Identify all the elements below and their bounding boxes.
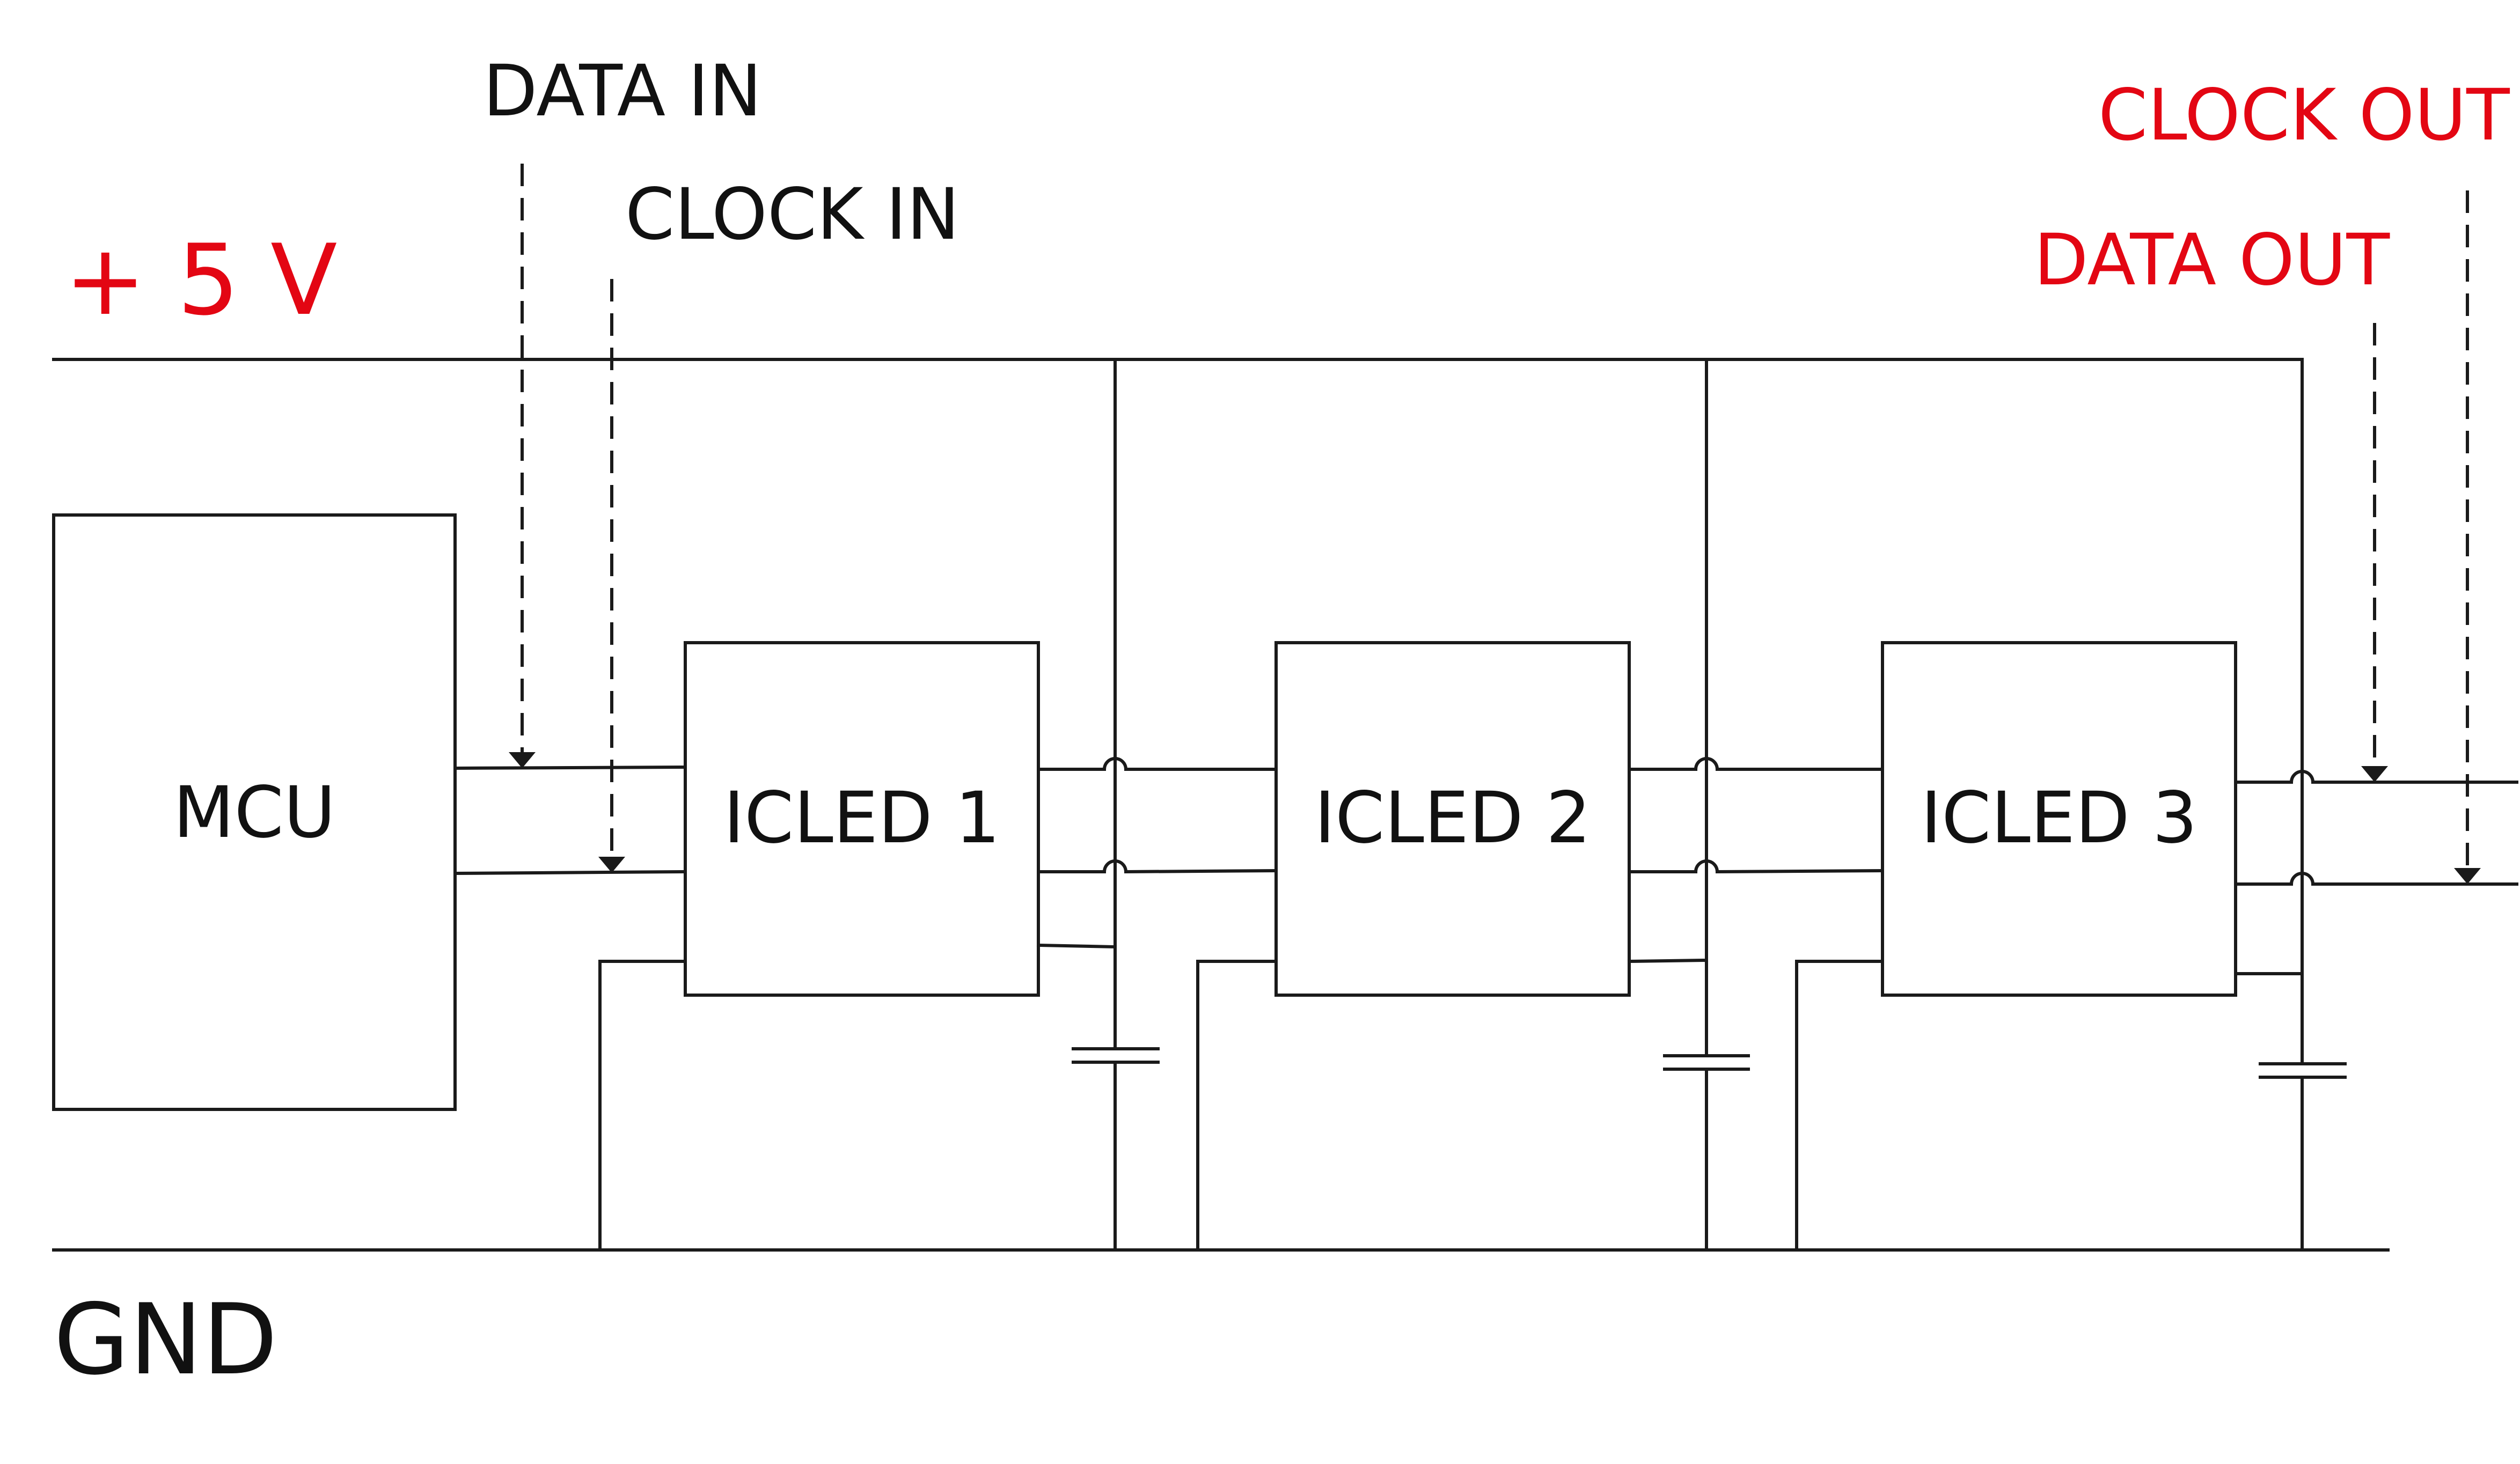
icled2-clock-out-line	[1628, 859, 1885, 874]
mcu-label: MCU	[173, 771, 336, 854]
icled3-ground-line	[1795, 960, 1884, 1252]
data-out-label: DATA OUT	[2034, 219, 2391, 301]
icled-2-block: ICLED 2	[1274, 641, 1631, 997]
clock-in-arrowhead	[598, 857, 625, 873]
icled1-ground-line	[598, 960, 687, 1252]
icled2-ground-line	[1196, 960, 1278, 1252]
data-out-pointer	[2361, 323, 2388, 782]
icled2-data-out-line	[1628, 757, 1884, 771]
mcu-clock-line	[453, 870, 687, 876]
ground-label: GND	[54, 1283, 277, 1396]
clock-out-label: CLOCK OUT	[2098, 74, 2510, 157]
icled1-supply-pin	[1036, 943, 1117, 949]
data-in-label: DATA IN	[483, 50, 762, 133]
icled3-clock-out-line	[2234, 872, 2518, 886]
clock-out-arrowhead	[2454, 868, 2481, 884]
clock-in-label: CLOCK IN	[625, 173, 959, 256]
icled3-data-out-line	[2234, 770, 2518, 784]
icled-3-block: ICLED 3	[1881, 641, 2237, 997]
clock-out-pointer	[2454, 190, 2481, 884]
decoupling-branch-3	[2259, 358, 2347, 1252]
icled-2-label: ICLED 2	[1314, 777, 1591, 859]
data-in-arrowhead	[509, 752, 536, 768]
supply-label: + 5 V	[64, 223, 338, 337]
icled1-data-out-line	[1037, 757, 1278, 771]
decoupling-branch-2	[1663, 358, 1750, 1252]
clock-in-pointer	[598, 279, 625, 873]
data-in-pointer	[509, 164, 536, 768]
mcu-block: MCU	[52, 513, 457, 1111]
icled2-supply-pin	[1627, 958, 1709, 963]
decoupling-branch-1	[1072, 358, 1160, 1252]
icled-1-label: ICLED 1	[723, 777, 1000, 859]
icled1-clock-out-line	[1037, 859, 1278, 874]
data-out-arrowhead	[2361, 766, 2388, 782]
icled-3-label: ICLED 3	[1921, 777, 2197, 859]
mcu-data-line	[453, 765, 687, 770]
icled-1-block: ICLED 1	[684, 641, 1040, 997]
